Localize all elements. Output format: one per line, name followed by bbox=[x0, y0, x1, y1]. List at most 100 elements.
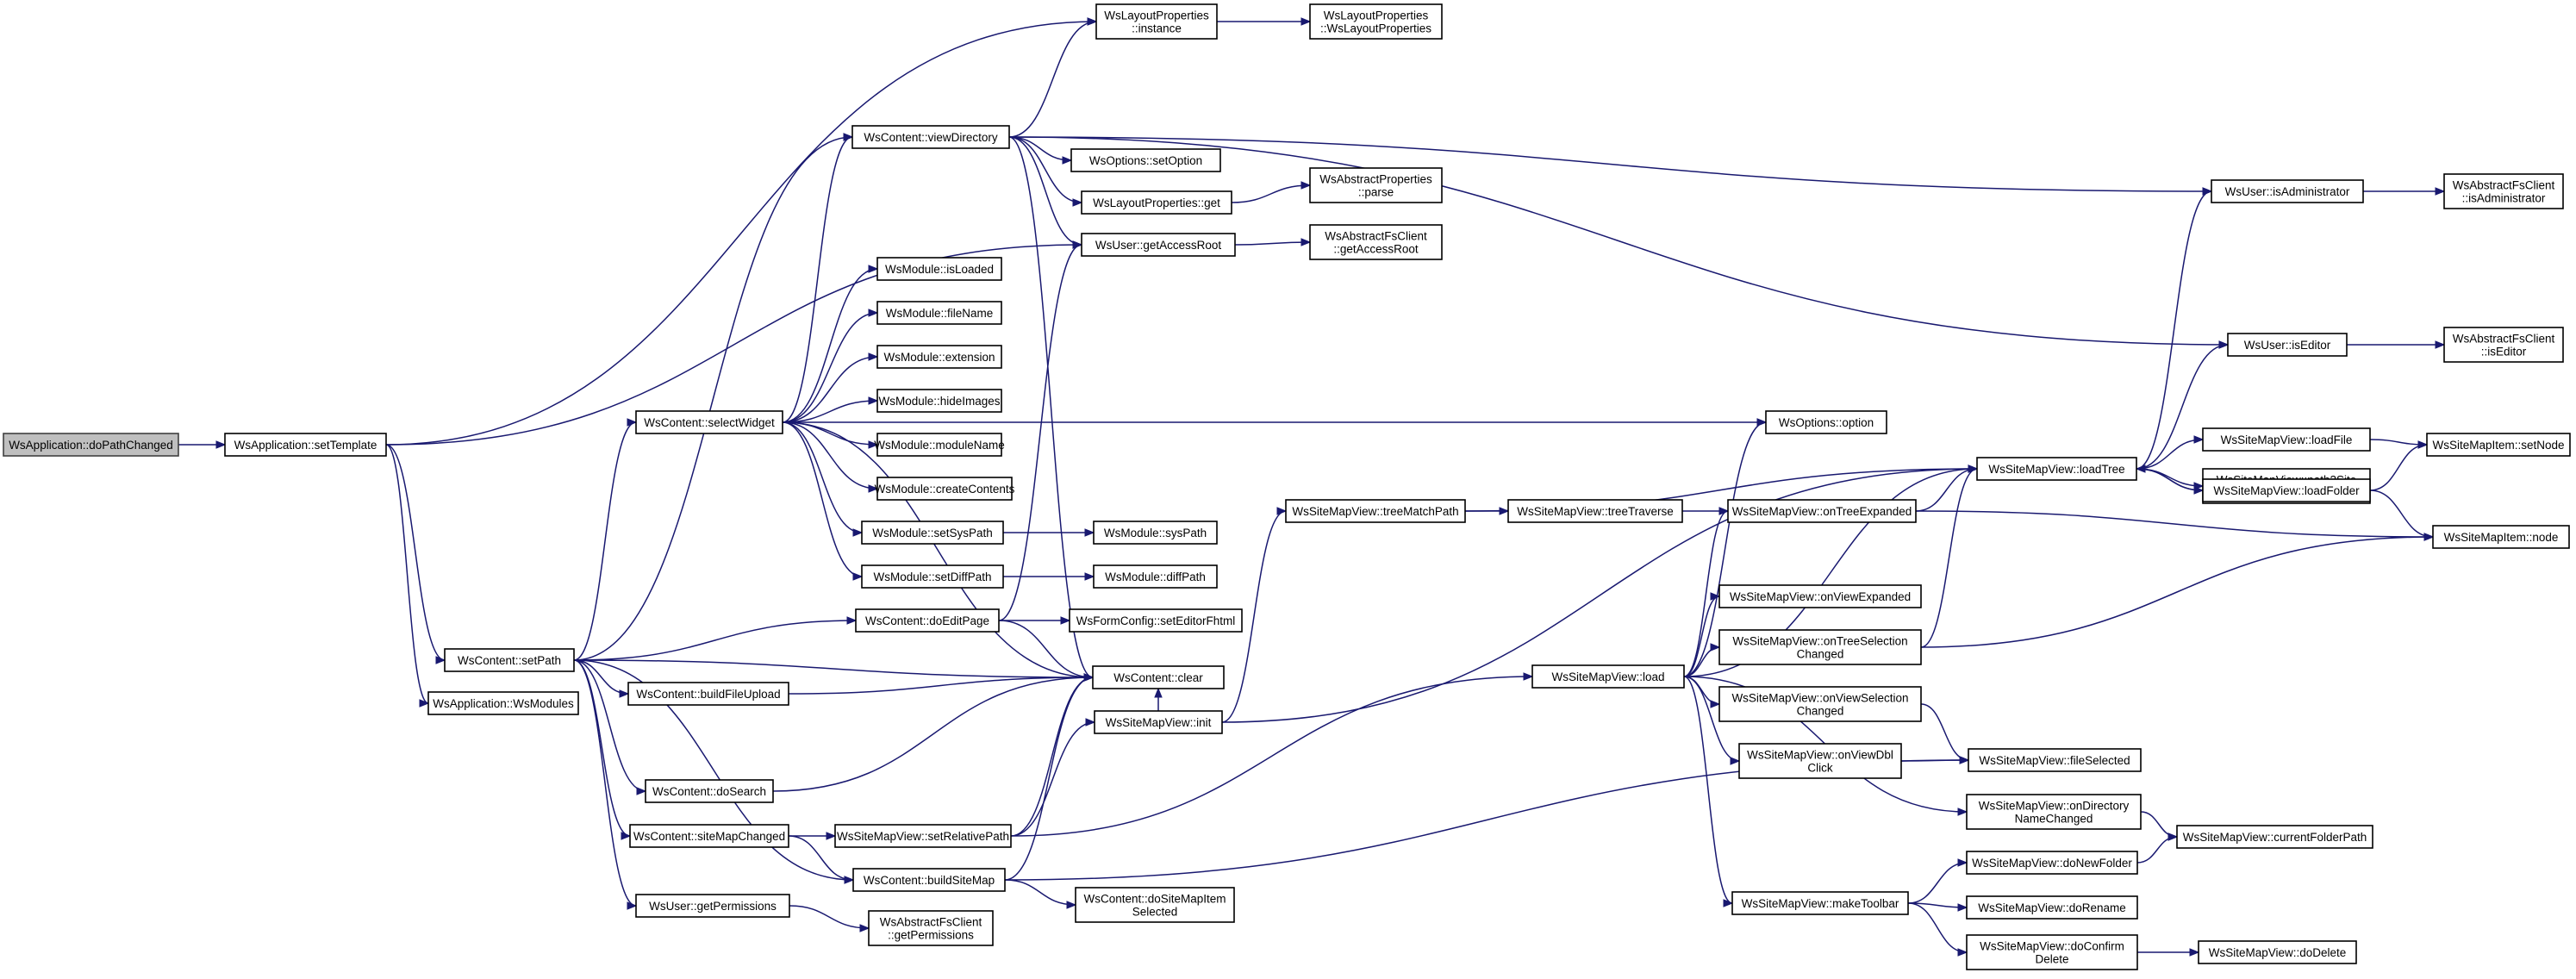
node-box[interactable] bbox=[224, 433, 387, 457]
node-box[interactable] bbox=[2202, 427, 2371, 452]
node-box[interactable] bbox=[1094, 710, 1223, 734]
node-box[interactable] bbox=[2443, 327, 2564, 363]
node-box[interactable] bbox=[855, 608, 1000, 633]
node-n44[interactable]: WsSiteMapView::load bbox=[1531, 664, 1685, 689]
node-box[interactable] bbox=[876, 433, 1002, 457]
node-box[interactable] bbox=[1976, 457, 2137, 481]
node-n25[interactable]: WsContent::doEditPage bbox=[855, 608, 1000, 633]
node-box[interactable] bbox=[1966, 851, 2138, 875]
node-box[interactable] bbox=[427, 691, 579, 715]
node-box[interactable] bbox=[1531, 664, 1685, 689]
node-n29[interactable]: WsApplication::WsModules bbox=[427, 691, 579, 715]
node-n39[interactable]: WsSiteMapView::treeMatchPath bbox=[1285, 499, 1466, 523]
node-box[interactable] bbox=[1075, 887, 1235, 923]
node-box[interactable] bbox=[2227, 333, 2348, 357]
node-n1[interactable]: WsApplication::setTemplate bbox=[224, 433, 387, 457]
node-n13[interactable]: WsAbstractFsClient::isEditor bbox=[2443, 327, 2564, 363]
node-n26[interactable]: WsFormConfig::setEditorFhtml bbox=[1069, 608, 1243, 633]
node-box[interactable] bbox=[2202, 478, 2371, 502]
node-box[interactable] bbox=[1966, 934, 2138, 970]
node-n11[interactable]: WsAbstractFsClient::isAdministrator bbox=[2443, 173, 2564, 209]
node-n31[interactable]: WsContent::doSearch bbox=[645, 779, 774, 803]
node-box[interactable] bbox=[1093, 564, 1218, 589]
node-box[interactable] bbox=[834, 824, 1012, 848]
node-n37[interactable]: WsAbstractFsClient::getPermissions bbox=[868, 910, 994, 946]
node-n19[interactable]: WsModule::createContents bbox=[875, 477, 1015, 501]
node-n58[interactable]: WsSiteMapView::doNewFolder bbox=[1966, 851, 2138, 875]
node-n53[interactable]: WsSiteMapView::loadFolder bbox=[2202, 478, 2371, 502]
node-box[interactable] bbox=[876, 345, 1002, 369]
node-box[interactable] bbox=[1092, 665, 1225, 689]
node-box[interactable] bbox=[635, 894, 790, 918]
node-box[interactable] bbox=[1309, 167, 1443, 203]
node-box[interactable] bbox=[861, 521, 1004, 545]
node-box[interactable] bbox=[876, 257, 1002, 281]
node-n0[interactable]: WsApplication::doPathChanged bbox=[3, 433, 179, 457]
node-box[interactable] bbox=[1966, 895, 2138, 920]
node-box[interactable] bbox=[645, 779, 774, 803]
node-box[interactable] bbox=[1738, 743, 1902, 779]
node-n7[interactable]: WsAbstractProperties::parse bbox=[1309, 167, 1443, 203]
node-box[interactable] bbox=[876, 389, 1002, 413]
node-box[interactable] bbox=[868, 910, 994, 946]
node-n38[interactable]: WsSiteMapView::init bbox=[1094, 710, 1223, 734]
node-n6[interactable]: WsLayoutProperties::get bbox=[1081, 190, 1232, 215]
node-n57[interactable]: WsSiteMapView::currentFolderPath bbox=[2176, 825, 2373, 849]
node-n28[interactable]: WsContent::setPath bbox=[444, 648, 575, 672]
node-box[interactable] bbox=[2176, 825, 2373, 849]
node-n5[interactable]: WsOptions::setOption bbox=[1070, 148, 1221, 172]
node-box[interactable] bbox=[635, 410, 783, 434]
node-n34[interactable]: WsContent::buildSiteMap bbox=[852, 868, 1006, 892]
node-n43[interactable]: WsSiteMapView::loadTree bbox=[1976, 457, 2137, 481]
node-n17[interactable]: WsModule::hideImages bbox=[876, 389, 1002, 413]
node-n45[interactable]: WsSiteMapView::onViewExpanded bbox=[1718, 584, 1922, 608]
node-n18[interactable]: WsModule::moduleName bbox=[874, 433, 1005, 457]
node-n54[interactable]: WsSiteMapItem::setNode bbox=[2426, 433, 2571, 457]
node-box[interactable] bbox=[2432, 525, 2570, 549]
node-box[interactable] bbox=[1069, 608, 1243, 633]
node-box[interactable] bbox=[1968, 748, 2142, 772]
node-box[interactable] bbox=[861, 564, 1004, 589]
node-box[interactable] bbox=[1727, 499, 1917, 523]
node-n32[interactable]: WsContent::siteMapChanged bbox=[629, 824, 789, 848]
node-box[interactable] bbox=[876, 477, 1013, 501]
node-n9[interactable]: WsAbstractFsClient::getAccessRoot bbox=[1309, 224, 1443, 260]
node-n20[interactable]: WsModule::setSysPath bbox=[861, 521, 1004, 545]
node-box[interactable] bbox=[876, 301, 1002, 325]
node-box[interactable] bbox=[1765, 410, 1887, 434]
node-box[interactable] bbox=[3, 433, 179, 457]
node-n16[interactable]: WsModule::extension bbox=[876, 345, 1002, 369]
node-n55[interactable]: WsSiteMapItem::node bbox=[2432, 525, 2570, 549]
node-box[interactable] bbox=[1285, 499, 1466, 523]
node-n42[interactable]: WsOptions::option bbox=[1765, 410, 1887, 434]
node-box[interactable] bbox=[2443, 173, 2564, 209]
node-n10[interactable]: WsUser::isAdministrator bbox=[2211, 179, 2364, 203]
node-box[interactable] bbox=[1070, 148, 1221, 172]
node-box[interactable] bbox=[2198, 940, 2357, 964]
node-n12[interactable]: WsUser::isEditor bbox=[2227, 333, 2348, 357]
node-box[interactable] bbox=[1718, 686, 1922, 722]
node-box[interactable] bbox=[629, 824, 789, 848]
node-box[interactable] bbox=[1966, 794, 2142, 830]
node-n4[interactable]: WsContent::viewDirectory bbox=[851, 125, 1010, 149]
node-n40[interactable]: WsSiteMapView::treeTraverse bbox=[1507, 499, 1683, 523]
node-n23[interactable]: WsModule::diffPath bbox=[1093, 564, 1218, 589]
node-box[interactable] bbox=[1718, 629, 1922, 665]
node-box[interactable] bbox=[1093, 521, 1218, 545]
node-n50[interactable]: WsSiteMapView::makeToolbar bbox=[1731, 891, 1909, 915]
node-n22[interactable]: WsModule::setDiffPath bbox=[861, 564, 1004, 589]
node-box[interactable] bbox=[1081, 233, 1236, 257]
node-box[interactable] bbox=[1309, 3, 1443, 40]
node-box[interactable] bbox=[1081, 190, 1232, 215]
node-n21[interactable]: WsModule::sysPath bbox=[1093, 521, 1218, 545]
node-box[interactable] bbox=[1718, 584, 1922, 608]
node-n61[interactable]: WsSiteMapView::doDelete bbox=[2198, 940, 2357, 964]
node-box[interactable] bbox=[444, 648, 575, 672]
node-box[interactable] bbox=[851, 125, 1010, 149]
node-box[interactable] bbox=[1507, 499, 1683, 523]
